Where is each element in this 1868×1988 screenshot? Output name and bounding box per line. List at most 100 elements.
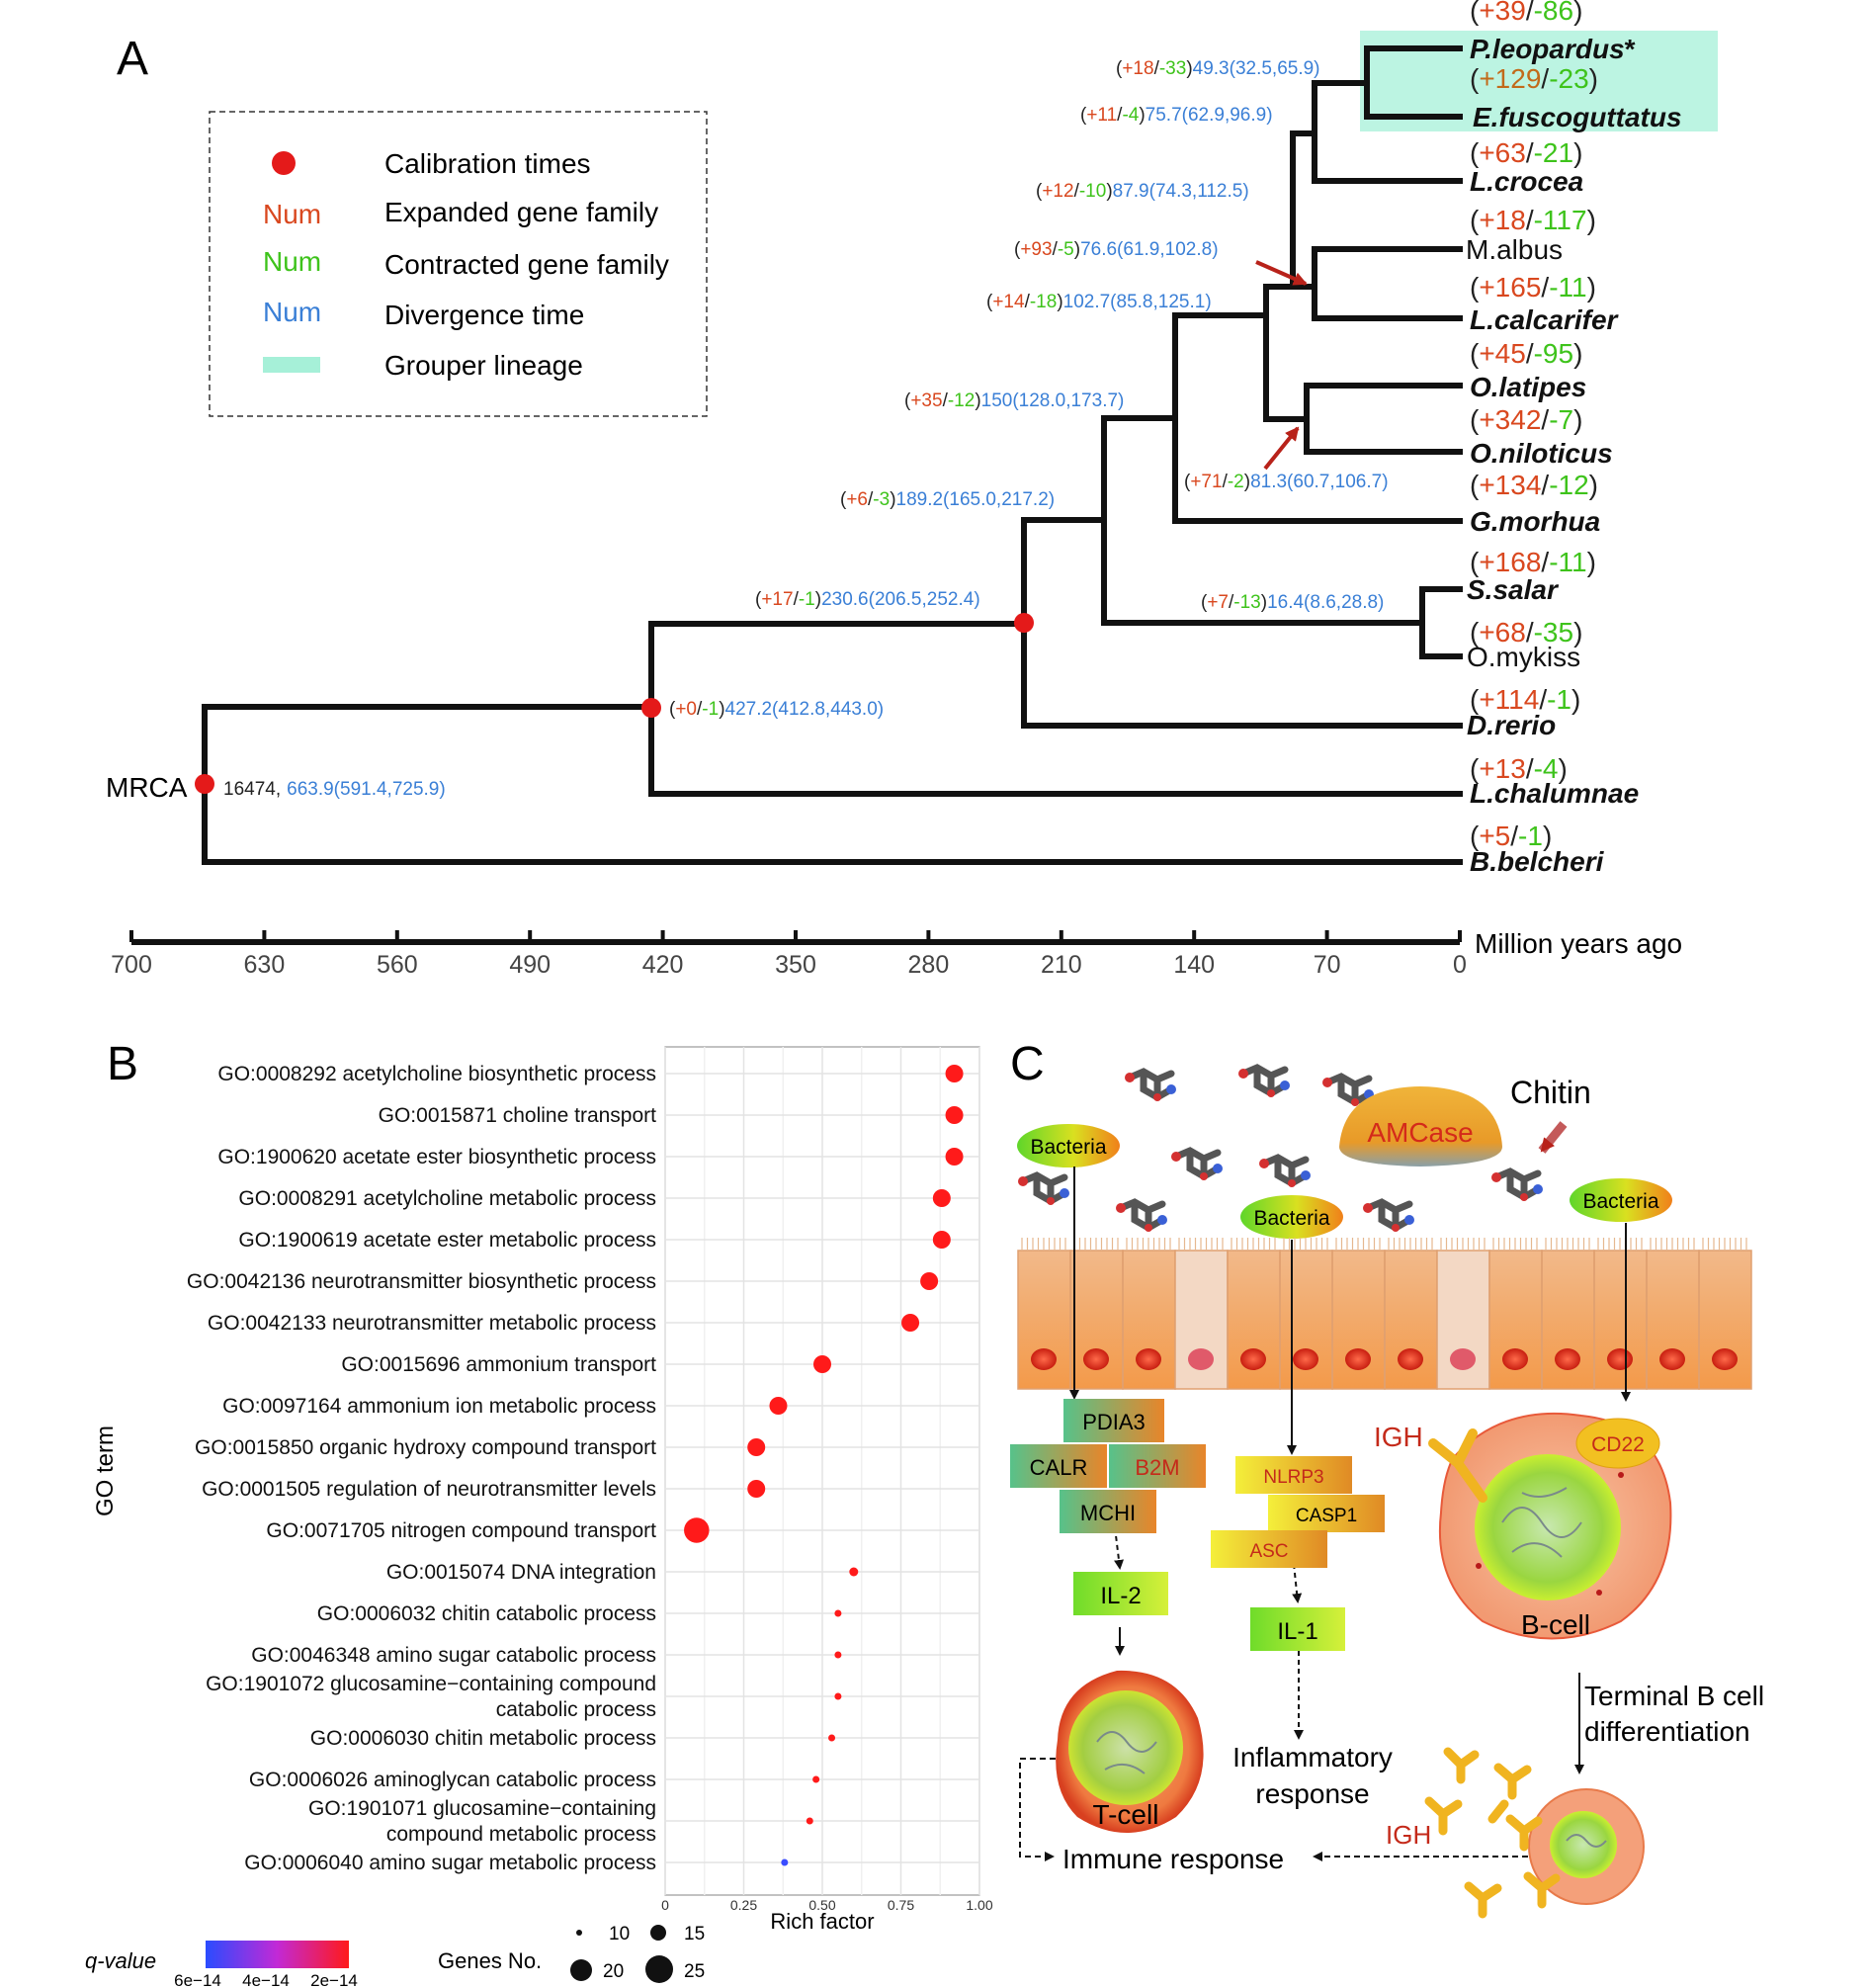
axis-title: Million years ago bbox=[1475, 928, 1682, 959]
x-tick-label: 0.50 bbox=[808, 1897, 835, 1913]
axis-tick-label: 70 bbox=[1314, 951, 1341, 979]
cd22-label: CD22 bbox=[1591, 1433, 1645, 1456]
qvalue-legend-title: q-value bbox=[85, 1948, 156, 1973]
size-legend-dot bbox=[645, 1955, 673, 1983]
chitin-molecule-icon bbox=[1018, 1171, 1069, 1206]
nlrp3-box bbox=[1235, 1456, 1352, 1494]
phylogeny-panel: A Calibration times Num Expanded gene fa… bbox=[106, 0, 1718, 979]
chitin-molecules bbox=[1018, 1064, 1543, 1233]
cell-nucleus bbox=[1712, 1348, 1738, 1370]
species-name: L.chalumnae bbox=[1470, 778, 1639, 809]
species-name: B.belcheri bbox=[1470, 846, 1605, 877]
node-label: (+17/-1)230.6(206.5,252.4) bbox=[755, 589, 980, 610]
bacteria-icon: Bacteria bbox=[1017, 1124, 1120, 1167]
legend-text-expanded: Expanded gene family bbox=[384, 197, 658, 227]
t-cell-icon: T-cell bbox=[1056, 1670, 1204, 1833]
cell-nucleus bbox=[1031, 1348, 1057, 1370]
go-term-label: GO:1900620 acetate ester biosynthetic pr… bbox=[217, 1146, 656, 1168]
chitin-molecule-icon bbox=[1491, 1167, 1543, 1202]
grouper-swatch bbox=[263, 357, 320, 373]
species-change: (+39/-86) bbox=[1470, 0, 1582, 26]
tree-branches bbox=[202, 45, 1463, 865]
enrichment-dot bbox=[834, 1609, 842, 1617]
go-term-label: GO:0008291 acetylcholine metabolic proce… bbox=[238, 1187, 656, 1210]
enrichment-dot bbox=[834, 1692, 842, 1700]
go-term-label: GO:0008292 acetylcholine biosynthetic pr… bbox=[217, 1063, 656, 1085]
species-change: (+134/-12) bbox=[1470, 470, 1598, 500]
chitin-molecule-icon bbox=[1322, 1073, 1374, 1107]
go-term-label: GO:0071705 nitrogen compound transport bbox=[266, 1519, 656, 1542]
axis-tick-label: 490 bbox=[509, 951, 551, 979]
enrichment-dot bbox=[932, 1189, 951, 1207]
terminal-label: Terminal B cell bbox=[1584, 1681, 1764, 1711]
epithelial-layer bbox=[1017, 1238, 1752, 1390]
il2-box bbox=[1073, 1572, 1168, 1615]
node-label: (+7/-13)16.4(8.6,28.8) bbox=[1201, 592, 1384, 613]
red-arrow-icon bbox=[1263, 426, 1300, 471]
axis-tick-label: 420 bbox=[642, 951, 684, 979]
axis-tick-label: 630 bbox=[244, 951, 286, 979]
chitin-molecule-icon bbox=[1125, 1068, 1176, 1102]
go-term-labels: GO:0008292 acetylcholine biosynthetic pr… bbox=[187, 1063, 656, 1874]
species-change: (+114/-1) bbox=[1470, 684, 1580, 715]
node-label: (+11/-4)75.7(62.9,96.9) bbox=[1080, 105, 1273, 126]
inflammatory-label: response bbox=[1255, 1778, 1369, 1809]
enrichment-dot bbox=[945, 1065, 964, 1082]
chitin-label: Chitin bbox=[1510, 1075, 1591, 1110]
species-name: O.latipes bbox=[1470, 372, 1586, 402]
node-label: (+71/-2)81.3(60.7,106.7) bbox=[1184, 472, 1389, 492]
bacteria-icon: Bacteria bbox=[1240, 1195, 1343, 1239]
enrichment-dot bbox=[945, 1148, 964, 1166]
go-enrichment-panel: B GO:0008292 acetylcholine biosynthetic … bbox=[85, 1038, 993, 1988]
axis-tick-label: 350 bbox=[775, 951, 816, 979]
pdia3-box bbox=[1063, 1399, 1164, 1442]
node-label: (+93/-5)76.6(61.9,102.8) bbox=[1014, 239, 1219, 260]
calibration-dot-icon bbox=[641, 698, 661, 718]
casp1-label: CASP1 bbox=[1296, 1506, 1357, 1526]
node-label: (+6/-3)189.2(165.0,217.2) bbox=[840, 489, 1055, 510]
bacteria-label: Bacteria bbox=[1582, 1190, 1658, 1213]
enrichment-dot bbox=[901, 1314, 920, 1332]
calr-box bbox=[1010, 1444, 1107, 1488]
inflammatory-label: Inflammatory bbox=[1232, 1742, 1393, 1772]
bacteria-icon: Bacteria bbox=[1570, 1178, 1672, 1222]
species-labels: (+39/-86) (+129/-23) (+63/-21) (+18/-117… bbox=[1466, 0, 1682, 877]
x-tick-label: 0 bbox=[661, 1897, 669, 1913]
species-change: (+18/-117) bbox=[1470, 205, 1596, 235]
nlrp3-label: NLRP3 bbox=[1263, 1467, 1323, 1488]
go-term-label: GO:0006040 amino sugar metabolic process bbox=[244, 1852, 656, 1874]
enrichment-dot bbox=[684, 1517, 710, 1543]
node-label: (+12/-10)87.9(74.3,112.5) bbox=[1036, 181, 1249, 202]
igh-antibody-icon bbox=[1428, 1428, 1487, 1503]
cell-nucleus bbox=[1136, 1348, 1161, 1370]
x-tick-label: 1.00 bbox=[966, 1897, 992, 1913]
species-name: L.crocea bbox=[1470, 166, 1583, 197]
pdia3-label: PDIA3 bbox=[1082, 1410, 1146, 1434]
go-term-label: GO:0015696 ammonium transport bbox=[341, 1353, 656, 1376]
red-arrow-icon bbox=[1255, 260, 1308, 286]
il1-label: IL-1 bbox=[1277, 1618, 1317, 1645]
chitin-molecule-icon bbox=[1363, 1198, 1414, 1233]
t-cell-label: T-cell bbox=[1093, 1799, 1159, 1830]
calibration-dot-icon bbox=[1014, 613, 1034, 633]
species-name: P.leopardus* bbox=[1470, 34, 1636, 64]
species-name: E.fuscoguttatus bbox=[1473, 102, 1682, 132]
axis-tick-label: 0 bbox=[1453, 951, 1467, 979]
mchi-label: MCHI bbox=[1080, 1501, 1136, 1525]
go-term-label: GO:0006032 chitin catabolic process bbox=[317, 1602, 656, 1625]
size-legend-dot bbox=[650, 1925, 666, 1941]
cell-nucleus bbox=[1659, 1348, 1685, 1370]
cd22-icon bbox=[1575, 1418, 1660, 1469]
b2m-box bbox=[1109, 1444, 1206, 1488]
cell-nucleus bbox=[1398, 1348, 1423, 1370]
node-label: (+35/-12)150(128.0,173.7) bbox=[904, 390, 1124, 411]
chitin-molecule-icon bbox=[1116, 1198, 1167, 1233]
legend-text-grouper: Grouper lineage bbox=[384, 350, 583, 381]
chitin-arrow-icon bbox=[1538, 1121, 1568, 1154]
node-annotations: (+18/-33)49.3(32.5,65.9) (+11/-4)75.7(62… bbox=[669, 58, 1389, 720]
asc-box bbox=[1211, 1530, 1327, 1568]
immune-pathway-panel: C AMCase Chitin Bacteria Bacteria bbox=[1010, 1038, 1764, 1919]
amcase-enzyme-icon bbox=[1339, 1086, 1502, 1167]
casp1-box bbox=[1268, 1495, 1385, 1532]
